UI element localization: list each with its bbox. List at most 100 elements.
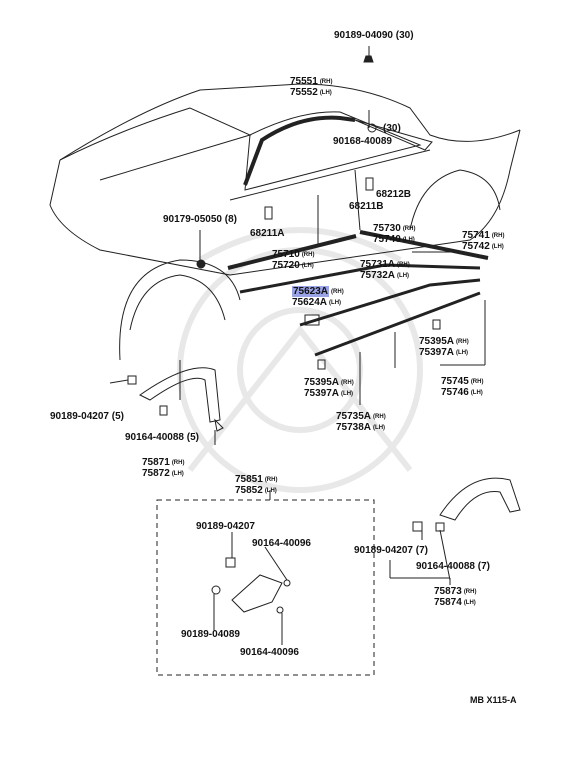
car-rear-wheel-arch bbox=[409, 169, 501, 231]
part-number: 75720 bbox=[272, 260, 300, 271]
front-mudflap-clip-2 bbox=[159, 405, 168, 416]
part-number: 75874 bbox=[434, 597, 462, 608]
part-number: 90189-04207 bbox=[354, 545, 413, 556]
label-75397a-center: 75397A(LH) bbox=[304, 388, 353, 400]
label-68212b: 68212B bbox=[376, 189, 412, 200]
side: (LH) bbox=[171, 471, 184, 477]
label-75851: 75851(RH) bbox=[235, 474, 277, 486]
rocker-molding-front bbox=[239, 263, 386, 294]
part-number: 75745 bbox=[441, 376, 469, 387]
mudguard-set-box bbox=[156, 499, 375, 676]
part-number: 75397A bbox=[304, 388, 340, 399]
label-68211a: 68211A bbox=[250, 228, 285, 239]
part-number: 75732A bbox=[360, 270, 396, 281]
part-number: 75738A bbox=[336, 422, 372, 433]
part-number: 90189-04090 bbox=[334, 30, 393, 41]
label-75735a: 75735A(RH) bbox=[336, 411, 386, 423]
window-molding-rear bbox=[354, 119, 433, 151]
clip-75395a-center bbox=[317, 359, 326, 370]
part-number: 90189-04207 bbox=[50, 411, 109, 422]
label-90189-04207-left: 90189-04207 (5) bbox=[50, 411, 124, 422]
part-number: 75395A bbox=[419, 336, 455, 347]
label-75551: 75551(RH) bbox=[290, 76, 332, 88]
label-75852: 75852(LH) bbox=[235, 485, 277, 497]
car-front-wheel bbox=[129, 274, 226, 331]
door-molding-front bbox=[227, 234, 357, 270]
side: (RH) bbox=[373, 414, 386, 420]
car-front-wheel-arch bbox=[119, 259, 241, 361]
part-number-highlighted: 75623A bbox=[292, 286, 330, 297]
label-75746: 75746(LH) bbox=[441, 387, 483, 399]
label-75395a-center: 75395A(RH) bbox=[304, 377, 354, 389]
side: (LH) bbox=[319, 90, 332, 96]
part-number: 75624A bbox=[292, 297, 328, 308]
clip-90168-40089 bbox=[367, 123, 377, 133]
label-90168-40089: 90168-40089 bbox=[333, 136, 392, 147]
part-number: 75552 bbox=[290, 87, 318, 98]
label-75738a: 75738A(LH) bbox=[336, 422, 385, 434]
car-door-line bbox=[354, 169, 361, 231]
quantity: (5) bbox=[111, 411, 124, 422]
side: (LH) bbox=[463, 600, 476, 606]
clip-68212b bbox=[365, 177, 374, 191]
label-90189-04207-box: 90189-04207 bbox=[196, 521, 255, 532]
label-90189-04090: 90189-04090 (30) bbox=[334, 30, 414, 41]
label-75720: 75720(LH) bbox=[272, 260, 314, 272]
diagram-code: MB X115-A bbox=[470, 695, 517, 705]
part-number: 75710 bbox=[272, 249, 300, 260]
side: (RH) bbox=[331, 289, 344, 295]
label-75871: 75871(RH) bbox=[142, 457, 184, 469]
side: (RH) bbox=[397, 262, 410, 268]
label-75872: 75872(LH) bbox=[142, 468, 184, 480]
label-qty-30: (30) bbox=[383, 123, 401, 134]
part-number: 75872 bbox=[142, 468, 170, 479]
car-roof-outline bbox=[59, 83, 521, 161]
part-number: 75731A bbox=[360, 259, 396, 270]
label-75730: 75730(RH) bbox=[373, 223, 415, 235]
label-68211b: 68211B bbox=[349, 201, 384, 212]
part-number: 75551 bbox=[290, 76, 318, 87]
label-75740: 75740(LH) bbox=[373, 234, 415, 246]
label-75710: 75710(RH) bbox=[272, 249, 314, 261]
car-side-body bbox=[229, 129, 521, 276]
clip-90189-04090 bbox=[363, 55, 374, 63]
part-number: 75730 bbox=[373, 223, 401, 234]
label-75395a-right: 75395A(RH) bbox=[419, 336, 469, 348]
label-75552: 75552(LH) bbox=[290, 87, 332, 99]
rocker-molding-rear bbox=[384, 263, 481, 270]
label-90164-40088-right: 90164-40088 (7) bbox=[416, 561, 490, 572]
side: (RH) bbox=[341, 380, 354, 386]
part-number: 75395A bbox=[304, 377, 340, 388]
part-number: 90164-40088 bbox=[125, 432, 184, 443]
clip-68211a bbox=[264, 206, 273, 220]
front-mudflap-clip-1 bbox=[127, 375, 137, 385]
part-number: 75852 bbox=[235, 485, 263, 496]
rocker-panel-molding-2 bbox=[314, 291, 481, 357]
side: (RH) bbox=[319, 79, 333, 85]
side: (LH) bbox=[456, 350, 469, 356]
quantity: (8) bbox=[224, 214, 237, 225]
quantity: (30) bbox=[395, 30, 414, 41]
label-75397a-right: 75397A(LH) bbox=[419, 347, 468, 359]
rear-mudflap-clip-1 bbox=[412, 521, 423, 532]
molding-end-piece bbox=[304, 314, 320, 326]
window-molding bbox=[243, 115, 356, 186]
part-number: 75397A bbox=[419, 347, 455, 358]
part-number: 75746 bbox=[441, 387, 469, 398]
rear-mudflap-clip-2 bbox=[435, 522, 445, 532]
label-75741: 75741(RH) bbox=[462, 230, 504, 242]
car-windshield bbox=[59, 107, 252, 181]
part-number: 75742 bbox=[462, 241, 490, 252]
label-90179-05050: 90179-05050 (8) bbox=[163, 214, 237, 225]
part-number: 75735A bbox=[336, 411, 372, 422]
label-90164-40096-top: 90164-40096 bbox=[252, 538, 311, 549]
rocker-panel-molding-1 bbox=[299, 278, 481, 327]
part-number: 75740 bbox=[373, 234, 401, 245]
side: (LH) bbox=[341, 391, 354, 397]
side: (RH) bbox=[491, 233, 505, 239]
side: (LH) bbox=[301, 263, 314, 269]
side: (LH) bbox=[329, 300, 342, 306]
clip-90164-40096-top bbox=[283, 579, 291, 587]
label-75745: 75745(RH) bbox=[441, 376, 483, 388]
